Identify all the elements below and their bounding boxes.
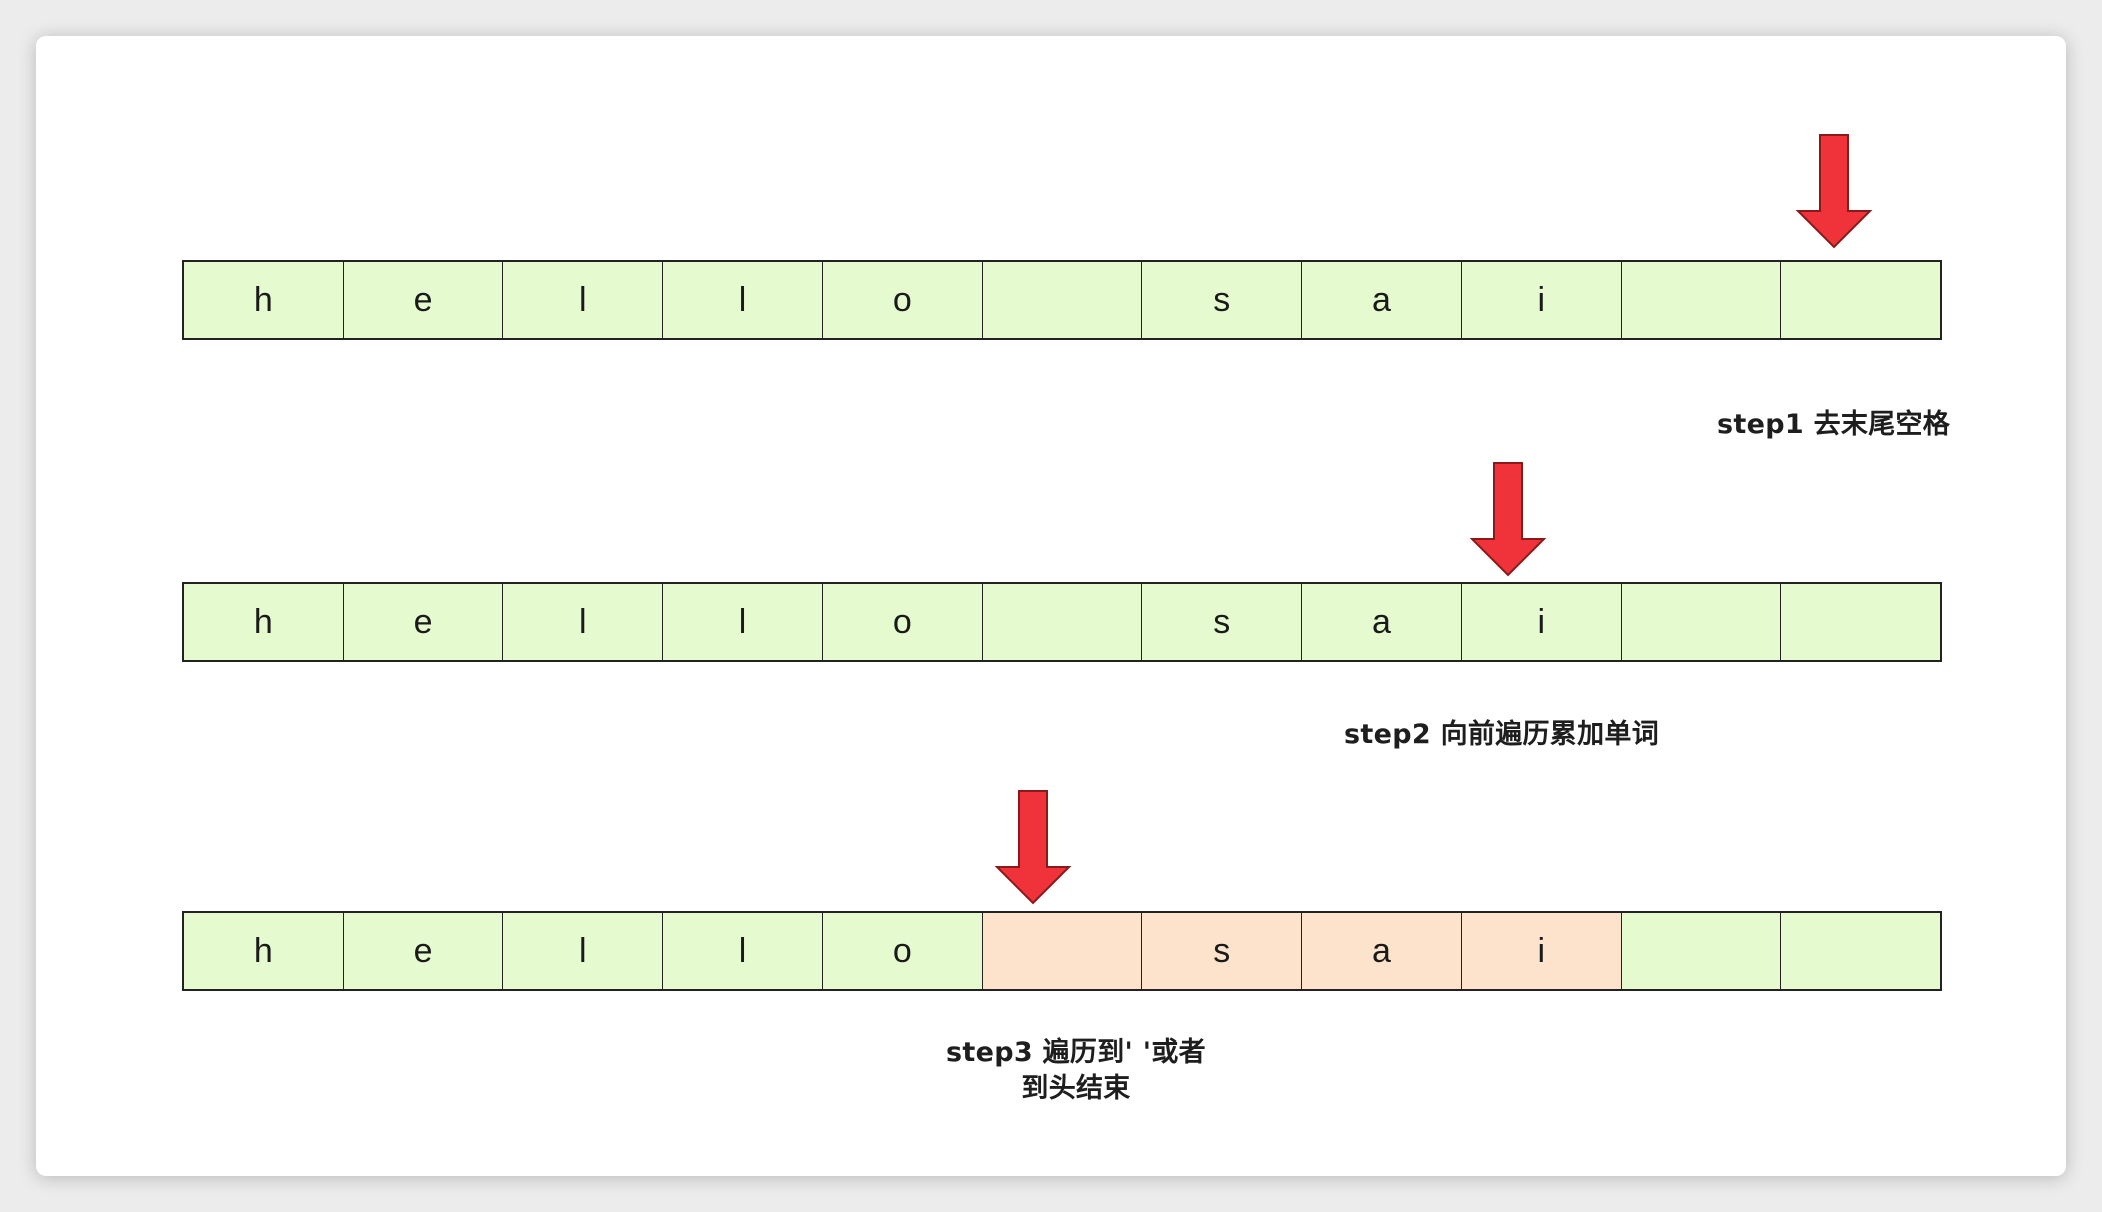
step2-caption: step2 向前遍历累加单词 <box>1344 712 1659 751</box>
array-cell: a <box>1302 584 1462 660</box>
array-cell: o <box>822 913 983 989</box>
step2-pointer-down-arrow-icon <box>1469 462 1547 577</box>
array-cell <box>1621 262 1782 338</box>
array-cell <box>982 584 1143 660</box>
step3-caption-line-2: 到头结束 <box>1021 1073 1131 1104</box>
array-cell: i <box>1461 262 1622 338</box>
array-cell <box>1781 262 1941 338</box>
array-cell <box>1781 584 1941 660</box>
array-cell <box>982 913 1143 989</box>
array-cell: l <box>663 584 823 660</box>
array-cell: l <box>663 262 823 338</box>
step1-pointer-down-arrow-icon <box>1795 134 1873 249</box>
array-cell: s <box>1142 584 1303 660</box>
array-cell: h <box>184 262 344 338</box>
array-cell: l <box>503 584 664 660</box>
array-cell <box>982 262 1143 338</box>
step1-caption-line: step1 去末尾空格 <box>1717 409 1951 440</box>
array-cell: s <box>1142 262 1303 338</box>
array-cell: h <box>184 584 344 660</box>
array-cell <box>1781 913 1941 989</box>
array-cell: a <box>1302 262 1462 338</box>
array-cell <box>1621 584 1782 660</box>
step2-caption-line: step2 向前遍历累加单词 <box>1344 719 1660 750</box>
array-cell: e <box>343 913 504 989</box>
array-cell: l <box>503 913 664 989</box>
array-cell: o <box>822 262 983 338</box>
step3-pointer-down-arrow-icon <box>994 790 1072 905</box>
array-cell: o <box>822 584 983 660</box>
step1-caption: step1 去末尾空格 <box>1717 402 1950 441</box>
array-cell: i <box>1461 584 1622 660</box>
array-cell <box>1621 913 1782 989</box>
step3-caption-line-1: step3 遍历到' '或者 <box>946 1037 1206 1068</box>
array-cell: s <box>1142 913 1303 989</box>
array-cell: h <box>184 913 344 989</box>
array-cell: a <box>1302 913 1462 989</box>
array-cell: i <box>1461 913 1622 989</box>
array-cell: l <box>503 262 664 338</box>
step3-caption: step3 遍历到' '或者 到头结束 <box>916 1035 1236 1107</box>
array-cell: l <box>663 913 823 989</box>
array-cell: e <box>343 262 504 338</box>
array-cell: e <box>343 584 504 660</box>
